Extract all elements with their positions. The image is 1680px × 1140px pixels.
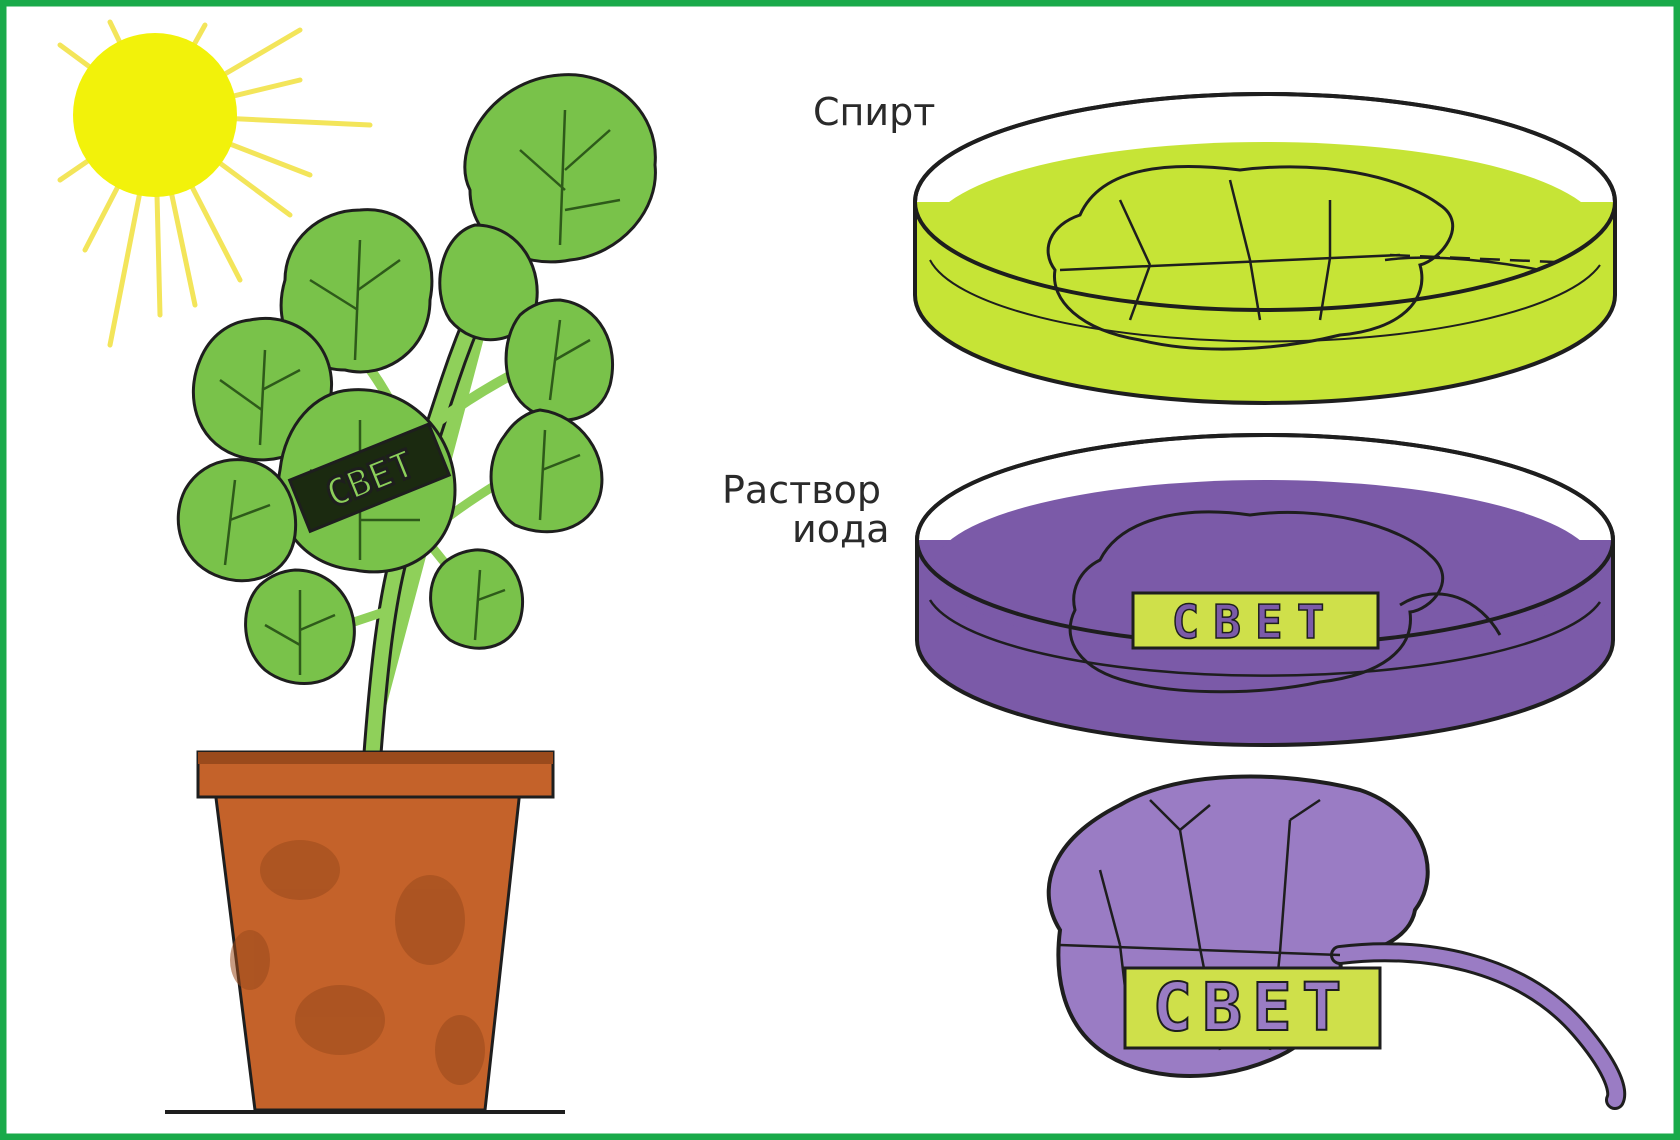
geranium-plant: СВЕТ [178, 75, 655, 760]
leaf [178, 460, 295, 581]
label-alcohol: Спирт [813, 90, 935, 134]
leaf [491, 410, 602, 532]
stencil-label-dish: СВЕТ [1172, 595, 1339, 649]
leaf [506, 300, 612, 420]
flower-pot [165, 752, 565, 1112]
petri-dish-iodine: СВЕТ [917, 435, 1613, 745]
stencil-label-leaf: СВЕТ [1153, 969, 1352, 1046]
label-iodine-line2: иода [792, 507, 890, 551]
stained-leaf: СВЕТ [1049, 776, 1617, 1100]
petri-dish-alcohol [915, 94, 1615, 403]
label-iodine-line1: Раствор [722, 468, 881, 512]
